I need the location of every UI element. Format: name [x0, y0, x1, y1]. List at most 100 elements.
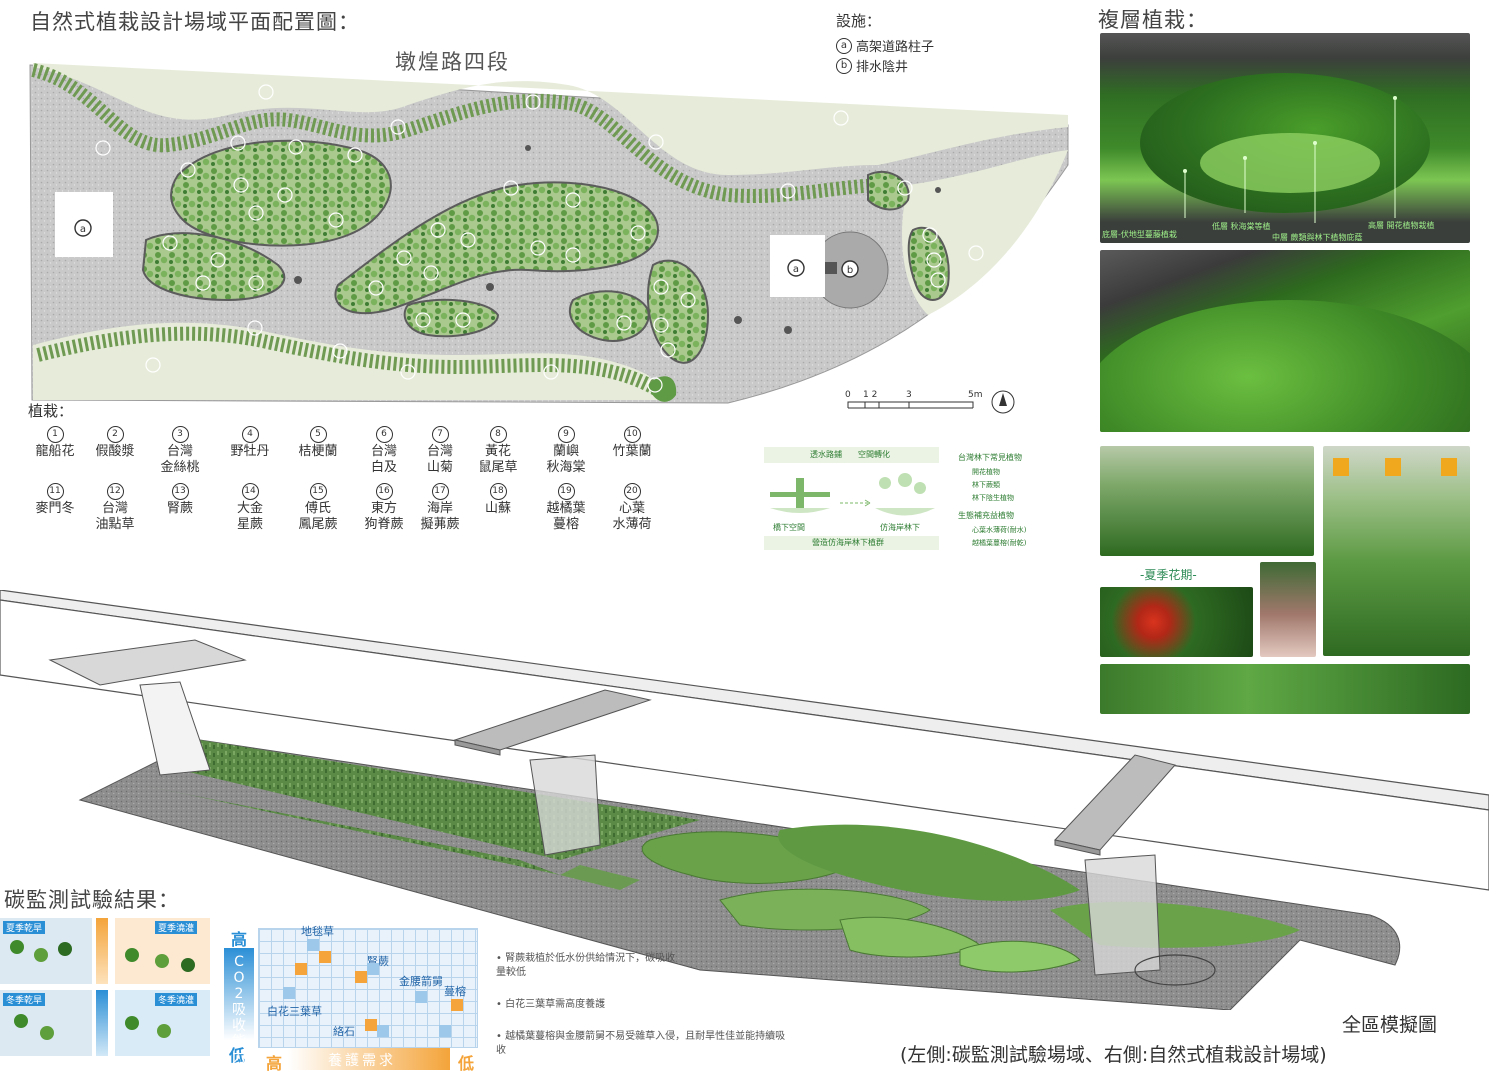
summer-photo-2: [1323, 446, 1470, 656]
diagram-top1: 透水路鋪: [810, 450, 842, 459]
bullet-dot-1: •: [496, 999, 502, 1010]
plan-title: 自然式植栽設計場域平面配置圖：: [30, 10, 360, 34]
plant-name-line1: 竹葉蘭: [612, 443, 652, 459]
svg-text:a: a: [80, 224, 86, 235]
layered-planting-photo: 底層-伏地型蔓藤植栽 低層 秋海棠等植 中層 蕨類與林下植物庇蔭 高層 開花植物…: [1100, 33, 1470, 243]
scale-bar: [847, 390, 1015, 414]
carbon-panel-1-label: 夏季乾旱: [3, 921, 46, 934]
plant-number: 13: [171, 482, 189, 500]
plant-name-line1: 東方: [370, 500, 397, 516]
plant-number: 6: [375, 425, 393, 443]
diagram-left-caption: 橋下空間: [773, 523, 805, 532]
plant-name-line1: 假酸漿: [95, 443, 135, 459]
layers-title: 複層植栽：: [1098, 8, 1208, 32]
diagram-bottom: 營造仿海岸林下植群: [812, 538, 884, 547]
summer-photo-1: [1100, 446, 1314, 556]
plant-name-line2: 山菊: [426, 459, 453, 475]
diagram-side-item-0: 開花植物: [972, 468, 1000, 476]
plant-name-line1: 越橘葉: [546, 500, 586, 516]
plant-number: 20: [623, 482, 641, 500]
facility-a-label: 高架道路柱子: [856, 40, 935, 55]
overview-caption: 全區模擬圖: [1342, 1014, 1438, 1036]
plant-name-line1: 山蘇: [484, 500, 511, 516]
plant-name-line1: 蘭嶼: [552, 443, 579, 459]
diagram-side2-item-1: 越橘葉蔓榕(耐乾): [972, 539, 1027, 547]
plant-number: 18: [489, 482, 507, 500]
plant-number: 8: [489, 425, 507, 443]
plant-name-line2: 鼠尾草: [478, 459, 518, 475]
carbon-bullet-1: • 白花三葉草需高度養護: [496, 998, 676, 1012]
plant-number: 15: [309, 482, 327, 500]
diagram-side-title2: 生態補充益植物: [958, 511, 1014, 520]
diagram-side-item-2: 林下陰生植物: [972, 494, 1014, 502]
layer-low-label: 低層 秋海棠等植: [1212, 222, 1271, 231]
plant-name-line2: 蔓榕: [552, 516, 579, 532]
point-mark-6: [451, 999, 463, 1011]
point-mark-1: [319, 951, 331, 963]
plant-name-line2: 星蕨: [236, 516, 263, 532]
plant-name-line2: 白及: [370, 459, 397, 475]
diagram-right-caption: 仿海岸林下: [880, 523, 920, 532]
plant-name-line1: 台灣: [426, 443, 453, 459]
carbon-panel-2-label: 夏季澆灌: [155, 921, 198, 934]
plant-name-line1: 大金: [236, 500, 263, 516]
bullet-text-0: 腎蕨栽植於低水份供給情況下，碳吸收量較低: [496, 953, 676, 978]
carbon-bullet-2: • 越橘葉蔓榕與金腰箭舅不易受雜草入侵，且耐旱性佳並能持續吸收: [496, 1030, 786, 1058]
plants-title: 植栽：: [28, 402, 74, 420]
plant-number: 17: [431, 482, 449, 500]
facilities-title: 設施：: [836, 12, 882, 30]
carbon-panel-3: 冬季乾旱: [0, 990, 92, 1056]
diagram-side-title: 台灣林下常見植物: [958, 453, 1022, 462]
plant-name-line1: 野牡丹: [230, 443, 270, 459]
layer-ground-label: 底層-伏地型蔓藤植栽: [1102, 230, 1177, 239]
plant-number: 2: [106, 425, 124, 443]
overview-render: [0, 590, 1489, 1010]
layer-pointer-lines: [1183, 96, 1397, 223]
x-axis-high: 高: [266, 1054, 283, 1073]
plant-name-line1: 心葉: [618, 500, 645, 516]
point-mark-10: [439, 1025, 451, 1037]
carbon-panel-4: 冬季澆灌: [115, 990, 210, 1056]
plant-name-line2: 水薄荷: [612, 516, 652, 532]
x-axis-arrow: 養護需求: [288, 1048, 450, 1070]
point-label-4: 白花三葉草: [267, 1005, 322, 1018]
overview-subcaption: (左側:碳監測試驗場域、右側:自然式植栽設計場域): [900, 1044, 1327, 1066]
scale-tick-0: 0: [845, 390, 851, 400]
point-mark-2: [295, 963, 307, 975]
point-mark-9: [377, 1025, 389, 1037]
carbon-panel-1: 夏季乾旱: [0, 918, 92, 984]
bullet-dot-0: •: [496, 953, 502, 964]
point-mark-5: [415, 991, 427, 1003]
carbon-panel-2: 夏季澆灌: [115, 918, 210, 984]
plant-number: 10: [623, 425, 641, 443]
plant-number: 4: [241, 425, 259, 443]
facility-a: a 高架道路柱子: [836, 36, 934, 55]
arrow-up-blue: [96, 990, 108, 1056]
point-mark-8: [365, 1019, 377, 1031]
plant-number: 14: [241, 482, 259, 500]
diagram-sketch: [770, 473, 935, 516]
plant-name-line1: 黃花: [484, 443, 511, 459]
carbon-panel-3-label: 冬季乾旱: [3, 993, 46, 1006]
point-mark-0: [307, 939, 319, 951]
plant-number: 16: [375, 482, 393, 500]
diagram-side-item-1: 林下蕨類: [972, 481, 1000, 489]
plant-number: 7: [431, 425, 449, 443]
point-mark-7: [283, 987, 295, 999]
site-plan: a a b: [29, 63, 1069, 404]
road-name: 墩煌路四段: [395, 50, 510, 74]
plant-name-line1: 台灣: [101, 500, 128, 516]
